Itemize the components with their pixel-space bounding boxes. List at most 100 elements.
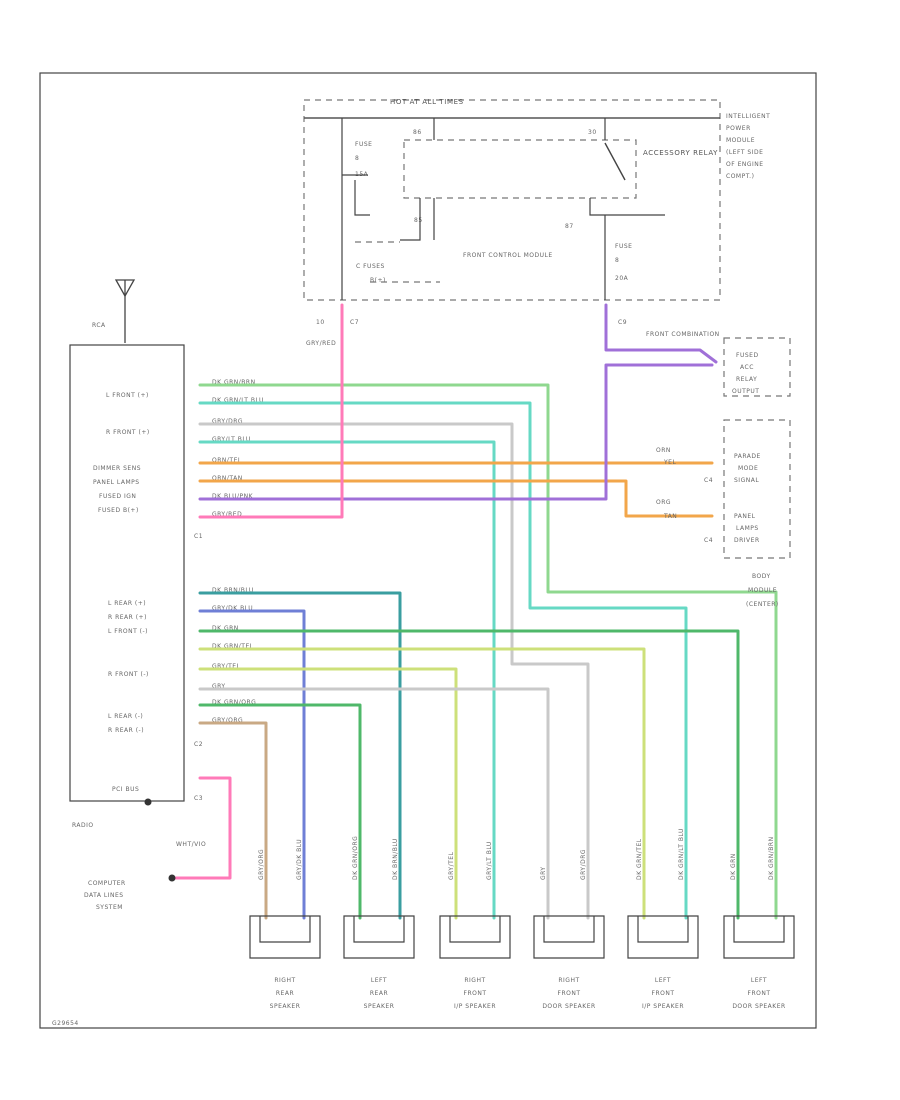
svg-text:COMPUTER: COMPUTER: [88, 880, 126, 887]
speaker-wire-label: GRY/DRG: [580, 849, 587, 880]
wire-l-front-plus: [198, 383, 778, 920]
speaker-wire-label: GRY: [540, 866, 547, 880]
speaker-wire-label: GRY/ORG: [258, 849, 265, 880]
speaker-name-label: LEFT: [751, 977, 767, 984]
power-distribution-box: [303, 99, 721, 301]
svg-text:DK GRN/ORG: DK GRN/ORG: [212, 699, 256, 706]
panel-wire-label: ORG TAN: [656, 499, 677, 520]
svg-text:TAN: TAN: [663, 513, 677, 520]
svg-text:MODULE: MODULE: [748, 587, 777, 594]
fuse-left-num: 8: [355, 155, 359, 162]
speaker-name-label: FRONT: [464, 990, 487, 997]
speaker-name-label: REAR: [370, 990, 388, 997]
fuse-right-num: 8: [615, 257, 619, 264]
svg-text:OUTPUT: OUTPUT: [732, 388, 759, 395]
svg-text:(LEFT SIDE: (LEFT SIDE: [726, 149, 763, 156]
wire-gry-lt-blu: [198, 440, 496, 920]
fuse-right-amp: 20A: [615, 275, 629, 282]
connector-c1: C1: [194, 533, 203, 540]
svg-text:L REAR (-): L REAR (-): [108, 713, 143, 720]
radio-unit: [69, 344, 185, 802]
speaker-wire-label: DK GRN: [730, 853, 737, 880]
svg-text:BODY: BODY: [752, 573, 771, 580]
wire-pci-bus: [174, 776, 232, 880]
svg-text:L FRONT (+): L FRONT (+): [106, 392, 149, 399]
relay-output-lines: [589, 118, 665, 300]
svg-text:SYSTEM: SYSTEM: [96, 904, 123, 911]
svg-text:LAMPS: LAMPS: [736, 525, 759, 532]
wire-l-rear-plus: [198, 591, 402, 920]
svg-text:ACC: ACC: [740, 364, 754, 371]
speaker-icon: [249, 915, 321, 959]
pin-86: 86: [413, 129, 422, 136]
connector-c2: C2: [194, 741, 203, 748]
svg-text:ORN: ORN: [656, 447, 671, 454]
svg-text:(CENTER): (CENTER): [746, 601, 779, 608]
speaker-name-label: REAR: [276, 990, 294, 997]
pin-85: 85: [414, 217, 423, 224]
svg-text:SIGNAL: SIGNAL: [734, 477, 759, 484]
front-control-module-label: FRONT CONTROL MODULE: [463, 252, 553, 259]
wire-relay-out: [604, 303, 718, 364]
svg-text:POWER: POWER: [726, 125, 751, 132]
gry-red-note: GRY/RED: [306, 340, 336, 347]
connector-c7: C7: [350, 319, 359, 326]
fused-relay-box: [723, 337, 791, 397]
antenna-label: RCA: [92, 322, 106, 329]
svg-text:MODE: MODE: [738, 465, 758, 472]
pin-87: 87: [565, 223, 574, 230]
radio-c1-pins: L FRONT (+) R FRONT (+) DIMMER SENS PANE…: [93, 392, 150, 514]
pci-wire-label: WHT/VIO: [176, 841, 206, 848]
svg-text:GRY/RED: GRY/RED: [212, 511, 242, 518]
svg-text:GRY: GRY: [212, 683, 226, 690]
footer-code: G29654: [52, 1020, 79, 1027]
relay-label: ACCESSORY RELAY: [643, 149, 718, 157]
speaker-name-label: SPEAKER: [270, 1003, 301, 1010]
svg-text:DATA LINES: DATA LINES: [84, 892, 124, 899]
speaker-name-label: DOOR SPEAKER: [732, 1003, 785, 1010]
svg-text:PANEL LAMPS: PANEL LAMPS: [93, 479, 140, 486]
body-module-label: BODY MODULE (CENTER): [746, 573, 779, 608]
svg-text:YEL: YEL: [663, 459, 676, 466]
connector-c3: C3: [194, 795, 203, 802]
wire-panel-lamps: [198, 479, 714, 518]
speaker-icon: [533, 915, 605, 959]
svg-text:GRY/ORG: GRY/ORG: [212, 717, 243, 724]
speaker-icon: [343, 915, 415, 959]
svg-text:R FRONT (+): R FRONT (+): [106, 429, 150, 436]
connector-10: 10: [316, 319, 325, 326]
speaker-name-label: DOOR SPEAKER: [542, 1003, 595, 1010]
computer-data-label: COMPUTER DATA LINES SYSTEM: [84, 880, 126, 911]
wire-fused-b: [198, 303, 344, 519]
svg-text:ORN/TAN: ORN/TAN: [212, 475, 243, 482]
relay-coil-lines: [400, 118, 435, 241]
wire-r-rear-plus: [198, 609, 306, 920]
svg-text:OF ENGINE: OF ENGINE: [726, 161, 764, 168]
svg-text:GRY/LT BLU: GRY/LT BLU: [212, 436, 251, 443]
svg-text:RELAY: RELAY: [736, 376, 757, 383]
wire-r-rear-minus: [198, 721, 268, 920]
speaker-wire-label: DK BRN/BLU: [392, 838, 399, 880]
svg-text:R REAR (+): R REAR (+): [108, 614, 147, 621]
outer-frame: [39, 72, 817, 1029]
speaker-wire-label: GRY/DK BLU: [296, 839, 303, 880]
speaker-wire-label: DK GRN/ORG: [352, 836, 359, 880]
svg-text:FUSED IGN: FUSED IGN: [99, 493, 136, 500]
dimmer-wire-label: ORN YEL: [656, 447, 676, 466]
wire-dk-grn-tel: [198, 647, 646, 920]
svg-text:PARADE: PARADE: [734, 453, 761, 460]
svg-text:INTELLIGENT: INTELLIGENT: [726, 113, 770, 120]
relay-switch: [604, 142, 626, 181]
module-dashes: [355, 241, 440, 283]
pci-bus-label: PCI BUS: [112, 786, 139, 793]
pin-30: 30: [588, 129, 597, 136]
wire-r-front-minus: [198, 667, 458, 920]
speaker-name-label: LEFT: [655, 977, 671, 984]
front-combination-label: FRONT COMBINATION: [646, 331, 720, 338]
svg-text:FUSED B(+): FUSED B(+): [98, 507, 139, 514]
